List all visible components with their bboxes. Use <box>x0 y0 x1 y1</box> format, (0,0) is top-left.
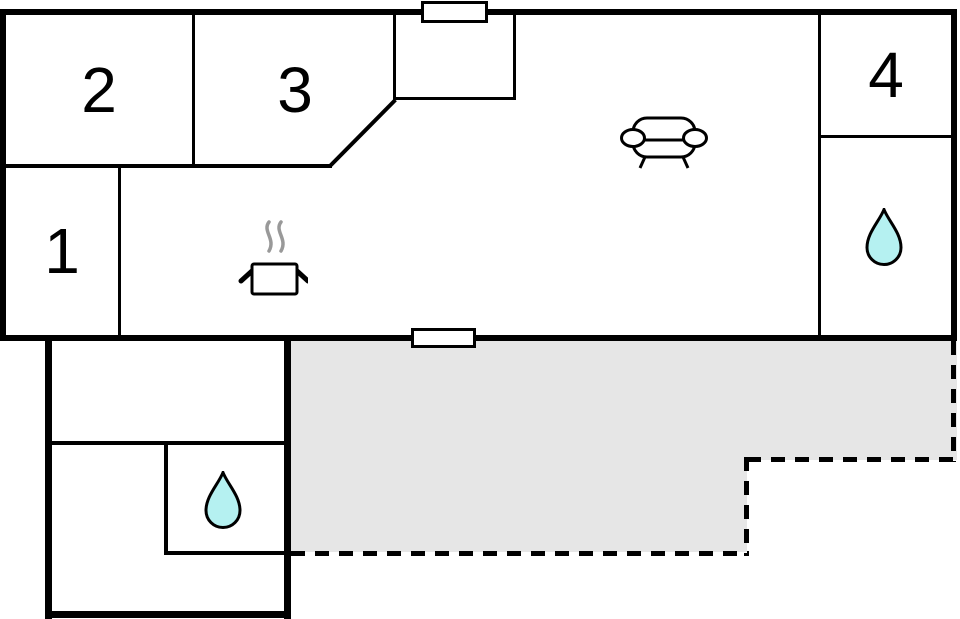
water-drop-icon-main-bath <box>865 208 903 266</box>
room-1-number: 1 <box>44 214 80 287</box>
wall-alcove-bottom <box>393 97 516 100</box>
room-3-label: 3 <box>195 15 395 164</box>
wall-annex-bath-bottom <box>164 551 291 555</box>
door-opening <box>411 328 476 348</box>
wall-annex-divider <box>52 441 284 445</box>
room-3-number: 3 <box>277 53 313 126</box>
terrace-area <box>291 341 957 460</box>
wall-main-bottom <box>0 335 957 341</box>
wall-alcove-right <box>513 15 516 100</box>
wall-annex-bottom <box>45 611 291 618</box>
room-1-label: 1 <box>6 166 118 335</box>
wall-main-left <box>0 9 6 341</box>
wall-bedrooms-hall <box>6 164 332 168</box>
wall-annex-right <box>284 335 291 619</box>
terrace-dashed-edge-notch-left <box>744 457 749 556</box>
window-opening <box>421 1 488 23</box>
room-2-label: 2 <box>6 15 192 164</box>
terrace-dashed-edge-notch-top <box>747 457 956 462</box>
wall-main-right <box>951 9 957 341</box>
terrace-area-lower <box>291 460 747 552</box>
wall-living-room4 <box>818 15 821 335</box>
water-drop-icon-annex-bath <box>204 471 242 529</box>
room-4-label: 4 <box>821 15 951 135</box>
sofa-icon <box>620 116 708 169</box>
terrace-dashed-edge-right <box>951 341 956 462</box>
cooking-pot-icon <box>238 220 308 296</box>
terrace-dashed-edge-bottom <box>291 551 749 556</box>
room-2-number: 2 <box>81 53 117 126</box>
wall-alcove-left <box>393 15 396 100</box>
wall-room1-kitchen <box>118 166 121 335</box>
wall-room4-bathroom <box>821 135 951 138</box>
wall-room2-room3 <box>192 15 195 168</box>
wall-annex-left <box>45 335 52 619</box>
room-4-number: 4 <box>868 39 904 111</box>
wall-annex-bath-left <box>164 443 168 555</box>
